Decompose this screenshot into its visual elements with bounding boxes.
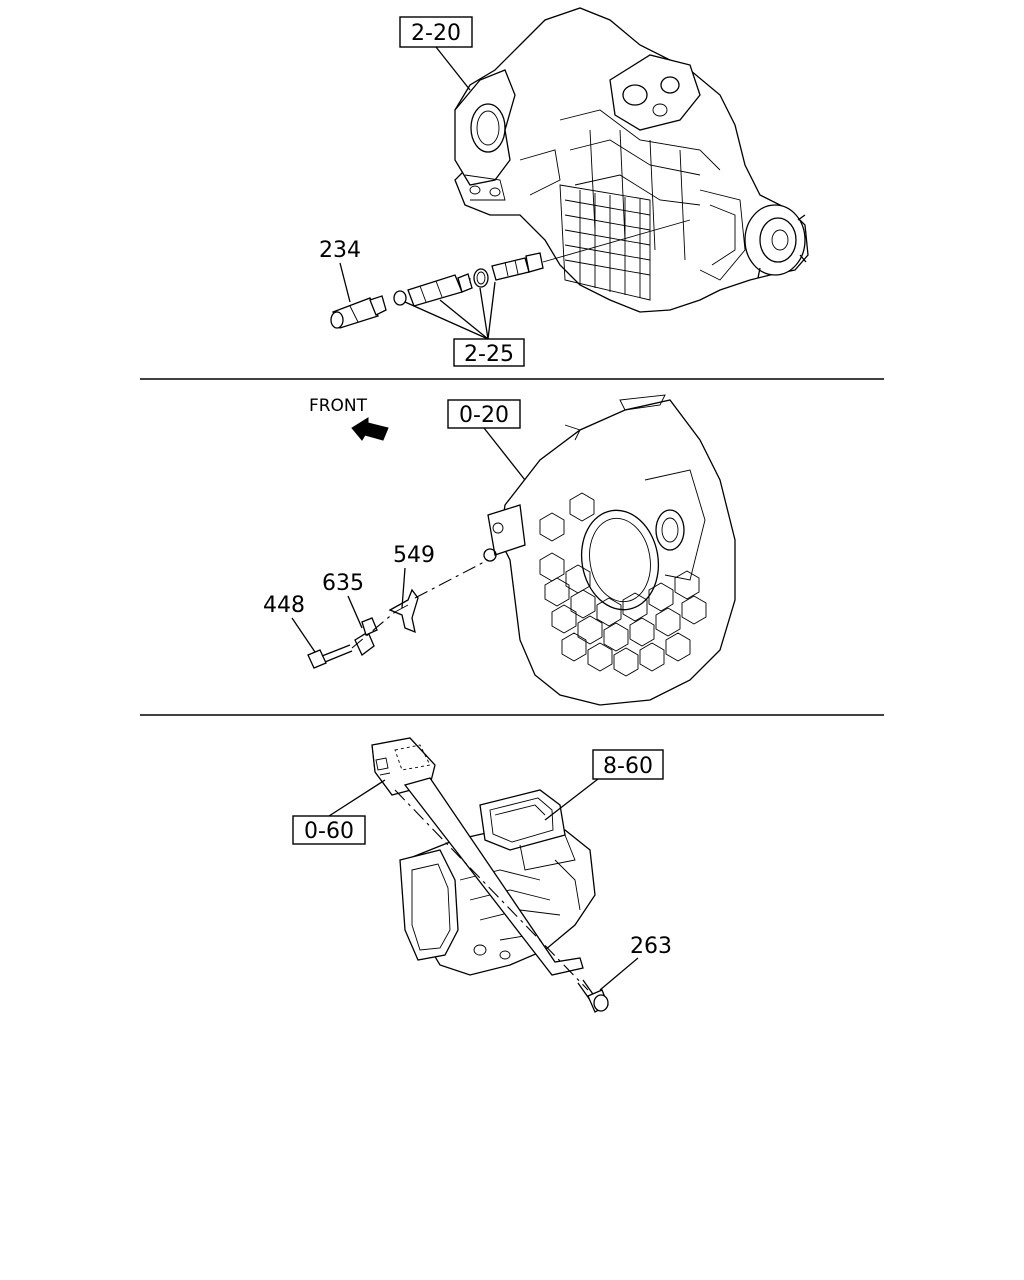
callout-448: 448	[263, 593, 316, 653]
bracket-part	[388, 588, 419, 634]
front-arrow-icon	[351, 417, 389, 441]
ref-label-0-60: 0-60	[304, 819, 354, 844]
callout-234: 234	[319, 238, 361, 303]
flywheel-housing-illustration	[483, 394, 736, 706]
transmission-illustration	[454, 7, 809, 313]
callout-8-60: 8-60	[544, 749, 664, 821]
sensor-parts	[307, 559, 489, 669]
strip-part	[403, 777, 584, 976]
callout-2-25: 2-25	[404, 281, 525, 367]
callout-549: 549	[393, 543, 435, 609]
part-label-635: 635	[322, 571, 364, 596]
ref-label-0-20: 0-20	[459, 403, 509, 428]
ref-label-8-60: 8-60	[603, 754, 653, 779]
bolt-263-part	[577, 979, 609, 1013]
panel-transmission: 2-20 234 2-25	[319, 7, 809, 367]
panel-flywheel-housing: FRONT	[263, 394, 736, 706]
ref-label-2-20: 2-20	[411, 21, 461, 46]
part-label-234: 234	[319, 238, 361, 263]
driven-gear-part	[393, 252, 544, 307]
part-label-549: 549	[393, 543, 435, 568]
switch-part	[330, 295, 387, 329]
part-label-448: 448	[263, 593, 305, 618]
panel-blower-unit: 8-60 0-60 263	[292, 737, 672, 1013]
ref-label-2-25: 2-25	[464, 342, 514, 367]
bolt-part	[307, 644, 353, 669]
callout-2-20: 2-20	[399, 16, 473, 91]
callout-635: 635	[322, 571, 364, 629]
front-indicator: FRONT	[309, 396, 389, 441]
sensor-part	[354, 617, 378, 657]
callout-0-20: 0-20	[447, 399, 526, 481]
part-label-263: 263	[630, 934, 672, 959]
front-label: FRONT	[309, 396, 368, 416]
callout-263: 263	[599, 934, 672, 991]
callout-0-60: 0-60	[292, 779, 386, 845]
speedometer-parts	[330, 219, 691, 329]
